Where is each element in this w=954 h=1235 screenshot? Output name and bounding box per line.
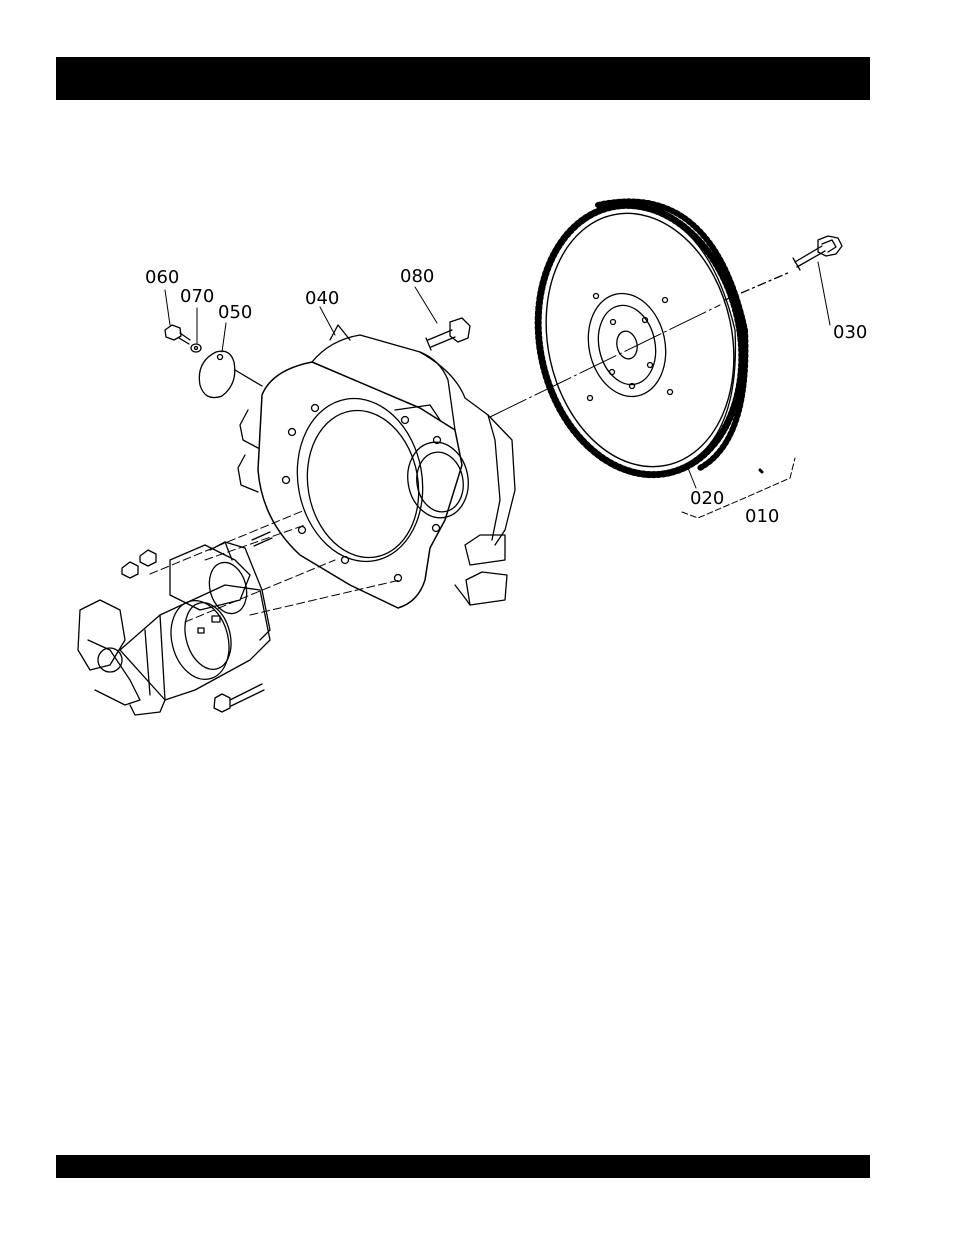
- footer-bar: [56, 1155, 870, 1178]
- callout-050: 050: [218, 302, 252, 323]
- housing-bolt: [426, 318, 470, 350]
- cover-plate-parts: [165, 325, 262, 398]
- starter-motor: [78, 532, 272, 715]
- flywheel: [514, 186, 766, 494]
- callout-040: 040: [305, 288, 339, 309]
- callout-070: 070: [180, 286, 214, 307]
- flywheel-bolt: [793, 236, 842, 270]
- flywheel-housing: [238, 325, 515, 608]
- callout-030: 030: [833, 322, 867, 343]
- callout-060: 060: [145, 267, 179, 288]
- callout-080: 080: [400, 266, 434, 287]
- callout-020: 020: [690, 488, 724, 509]
- callout-010: 010: [745, 506, 779, 527]
